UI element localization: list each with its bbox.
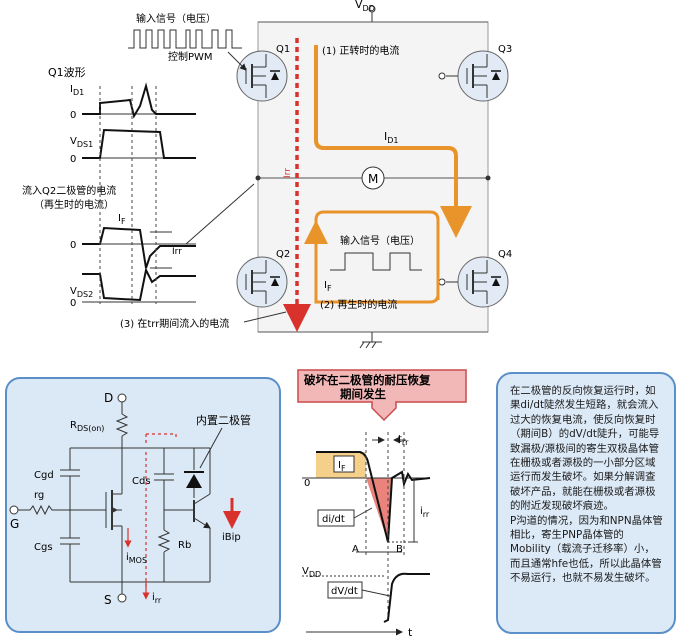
mosfet-q3-icon xyxy=(457,50,509,102)
imos-path-dashed xyxy=(146,433,177,440)
label-trr-current: (3) 在trr期间流入的电流 xyxy=(120,317,229,330)
q2-waveform-title-2: （再生时的电流） xyxy=(34,198,114,211)
vds1-waveform xyxy=(82,128,196,159)
rg-resistor xyxy=(18,504,70,516)
current-recovery-curve xyxy=(316,451,431,543)
cds-label: Cds xyxy=(132,476,151,487)
voltage-recovery-curve xyxy=(383,572,430,623)
zero-label-recovery: 0 xyxy=(304,478,310,489)
vds1-waveform-label: VDS1 xyxy=(70,136,93,149)
rb-label: Rb xyxy=(178,540,191,551)
mosfet-q2-icon xyxy=(236,256,288,308)
input-signal-top-label: 输入信号（电压） xyxy=(136,12,216,25)
builtin-diode-label: 内置二极管 xyxy=(196,413,251,427)
motor-label: M xyxy=(368,172,378,186)
zero-label-4: 0 xyxy=(70,298,76,309)
irr-waveform-label: Irr xyxy=(172,247,182,257)
mosfet-q1-icon xyxy=(236,50,288,102)
vdd-label: VDD xyxy=(355,0,375,13)
terminal-d-label: D xyxy=(104,391,113,405)
cgs-label: Cgs xyxy=(34,542,53,553)
time-label: t xyxy=(408,626,413,639)
dvdt-label: dV/dt xyxy=(331,586,358,597)
input-signal-inner-wave xyxy=(330,252,422,271)
cgd-label: Cgd xyxy=(34,470,54,481)
rds-label: RDS(on) xyxy=(70,420,104,433)
builtin-diode-icon xyxy=(186,474,202,488)
motor-symbol xyxy=(361,166,385,190)
q2-waveform-title-1: 流入Q2二极管的电流 xyxy=(22,184,116,197)
q2-label: Q2 xyxy=(276,249,290,260)
zero-label-3: 0 xyxy=(70,240,76,251)
pwm-signal-wave xyxy=(128,29,242,49)
rds-resistor xyxy=(115,413,129,437)
banner-line2: 期间发生 xyxy=(340,387,386,401)
vdd-recovery-label: VDD xyxy=(302,566,321,579)
label-forward-current: (1) 正转时的电流 xyxy=(322,44,399,57)
irr-recovery-label: irr xyxy=(420,506,430,519)
if-recovery-label: IF xyxy=(338,460,346,473)
vds2-waveform-label: VDS2 xyxy=(70,286,93,299)
mosfet-equivalent-panel: D RDS(on) Cgd Cgs G rg S xyxy=(5,377,281,633)
label-b: B xyxy=(396,544,403,555)
didt-label: di/dt xyxy=(322,514,345,525)
ground-icon xyxy=(359,341,382,349)
if-waveform xyxy=(82,226,196,269)
if-waveform-label: IF xyxy=(118,213,126,226)
q4-label: Q4 xyxy=(498,249,512,260)
control-pwm-label: 控制PWM xyxy=(168,50,213,63)
ibip-label: iBip xyxy=(222,532,241,543)
h-bridge-circuit: VDD M Q1 xyxy=(120,0,512,349)
id1-waveform xyxy=(82,82,196,119)
q1-waveform-title: Q1波形 xyxy=(48,66,86,79)
input-signal-inner-label: 输入信号（电压） xyxy=(340,234,420,247)
explanation-note: 在二极管的反向恢复运行时，如果di/dt陡然发生短路，就会流入过大的恢复电流，使… xyxy=(496,372,676,634)
label-a: A xyxy=(352,544,359,555)
rb-resistor xyxy=(157,529,171,553)
forward-current-path xyxy=(314,45,472,238)
label-regen-current: (2) 再生时的电流 xyxy=(320,298,397,311)
terminal-s-label: S xyxy=(104,593,112,607)
banner-line1: 破坏在二极管的耐压恢复 xyxy=(304,373,431,387)
zero-label-2: 0 xyxy=(70,154,76,165)
id1-label: ID1 xyxy=(384,130,399,145)
if-label: IF xyxy=(324,280,332,293)
destruction-banner: 破坏在二极管的耐压恢复 期间发生 xyxy=(297,369,467,422)
note-paragraph-2: P沟道的情况，因为和NPN晶体管相比，寄生PNP晶体管的Mobility（载流子… xyxy=(510,514,663,585)
zero-label-1: 0 xyxy=(70,110,76,121)
q1-label: Q1 xyxy=(276,44,290,55)
trr-label: trr xyxy=(398,434,409,447)
rg-label: rg xyxy=(34,490,44,501)
note-paragraph-1: 在二极管的反向恢复运行时，如果di/dt陡然发生短路，就会流入过大的恢复电流，使… xyxy=(510,385,660,513)
irr-vertical-label: Irr xyxy=(283,168,293,178)
imos-label: iMOS xyxy=(126,552,147,565)
id1-waveform-label: ID1 xyxy=(70,84,84,97)
recovery-waveform: trr 0 IF di/dt irr A B VDD dV/dt t xyxy=(302,432,431,639)
q3-label: Q3 xyxy=(498,44,512,55)
mosfet-q4-icon xyxy=(457,256,509,308)
regen-current-path xyxy=(314,210,440,304)
q1-waveforms: Q1波形 ID1 0 VDS1 0 流入Q2二极管的电流 （再生时的电流） IF… xyxy=(22,66,255,309)
vds2-waveform xyxy=(82,266,196,302)
terminal-g-label: G xyxy=(10,517,19,531)
irr-panel-label: irr xyxy=(152,592,162,605)
